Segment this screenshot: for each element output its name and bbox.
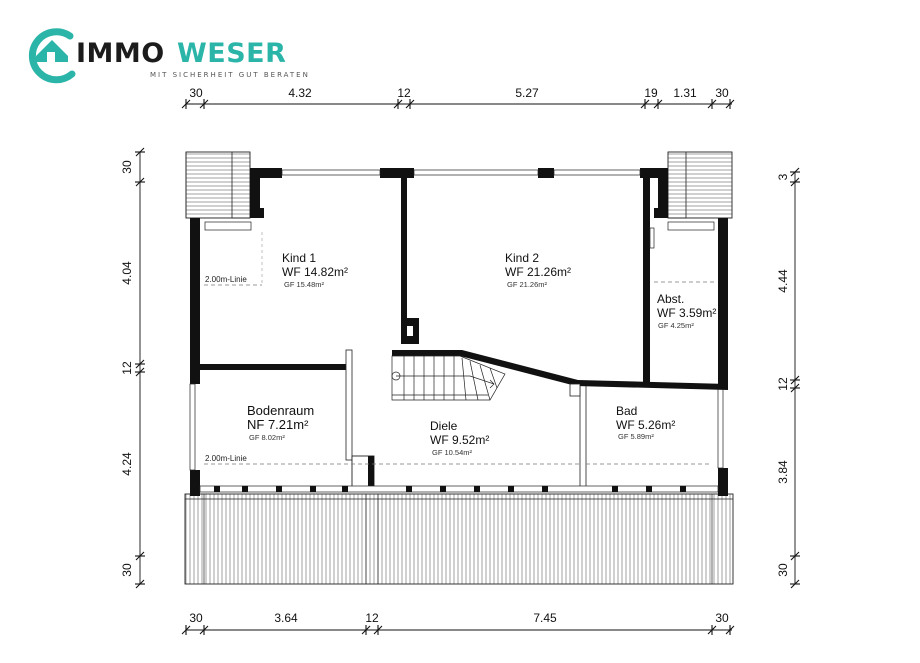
dim-top-2: 4.32 [288, 86, 312, 100]
line-label-upper: 2.00m-Linie [205, 275, 247, 284]
dormer-left [185, 151, 251, 219]
dim-left-3: 12 [120, 361, 134, 375]
room-bodenraum-gf: GF 8.02m² [249, 433, 285, 442]
dim-right-3: 12 [776, 377, 790, 391]
dim-right-4: 3.84 [776, 460, 790, 484]
room-bad-wf: WF 5.26m² [616, 418, 675, 432]
room-kind1-gf: GF 15.48m² [284, 280, 325, 289]
room-kind2-wf: WF 21.26m² [505, 265, 571, 279]
room-bad-name: Bad [616, 404, 637, 418]
logo-brand-part1: IMMO [76, 38, 165, 69]
room-abst-gf: GF 4.25m² [658, 321, 694, 330]
dim-left-1: 30 [120, 160, 134, 174]
dimension-lines [135, 99, 800, 635]
dim-right-5: 30 [776, 563, 790, 577]
dim-left-2: 4.04 [120, 261, 134, 285]
dim-top-5: 19 [644, 86, 658, 100]
room-kind2-name: Kind 2 [505, 251, 539, 265]
room-kind2: Kind 2 WF 21.26m² GF 21.26m² [505, 251, 571, 289]
staircase [391, 355, 506, 401]
room-kind1: Kind 1 WF 14.82m² GF 15.48m² [282, 251, 348, 289]
dim-bottom-2: 3.64 [274, 611, 298, 625]
dim-top-7: 30 [715, 86, 729, 100]
room-kind1-wf: WF 14.82m² [282, 265, 348, 279]
dim-bottom-1: 30 [189, 611, 203, 625]
house-circle-icon [28, 28, 76, 84]
room-diele-gf: GF 10.54m² [432, 448, 473, 457]
dim-left-5: 30 [120, 563, 134, 577]
dim-bottom-5: 30 [715, 611, 729, 625]
room-kind1-name: Kind 1 [282, 251, 316, 265]
logo: IMMO WESER MIT SICHERHEIT GUT BERATEN [28, 28, 310, 84]
dim-right-1: 3 [776, 173, 790, 180]
line-label-lower: 2.00m-Linie [205, 454, 247, 463]
dormer-right [667, 151, 733, 219]
dim-left-4: 4.24 [120, 452, 134, 476]
dim-right-2: 4.44 [776, 269, 790, 293]
dim-top-6: 1.31 [673, 86, 697, 100]
room-abst-name: Abst. [657, 292, 684, 306]
dim-bottom-4: 7.45 [533, 611, 557, 625]
room-diele-wf: WF 9.52m² [430, 433, 489, 447]
dim-top-1: 30 [189, 86, 203, 100]
room-abst: Abst. WF 3.59m² GF 4.25m² [657, 292, 716, 330]
room-bad-gf: GF 5.89m² [618, 432, 654, 441]
logo-brand-part2: WESER [177, 38, 286, 69]
room-kind2-gf: GF 21.26m² [507, 280, 548, 289]
room-bad: Bad WF 5.26m² GF 5.89m² [616, 404, 675, 441]
roof-overhang-bottom [184, 493, 734, 585]
room-abst-wf: WF 3.59m² [657, 306, 716, 320]
walls [189, 168, 728, 496]
ceiling-height-lines [204, 281, 716, 465]
room-bodenraum-name: Bodenraum [247, 403, 314, 418]
dim-top-3: 12 [397, 86, 411, 100]
dim-bottom-3: 12 [365, 611, 379, 625]
room-bodenraum: Bodenraum NF 7.21m² GF 8.02m² [247, 403, 314, 442]
room-diele: Diele WF 9.52m² GF 10.54m² [430, 419, 489, 457]
room-bodenraum-nf: NF 7.21m² [247, 417, 309, 432]
dim-top-4: 5.27 [515, 86, 539, 100]
logo-tagline: MIT SICHERHEIT GUT BERATEN [150, 71, 310, 79]
room-diele-name: Diele [430, 419, 458, 433]
